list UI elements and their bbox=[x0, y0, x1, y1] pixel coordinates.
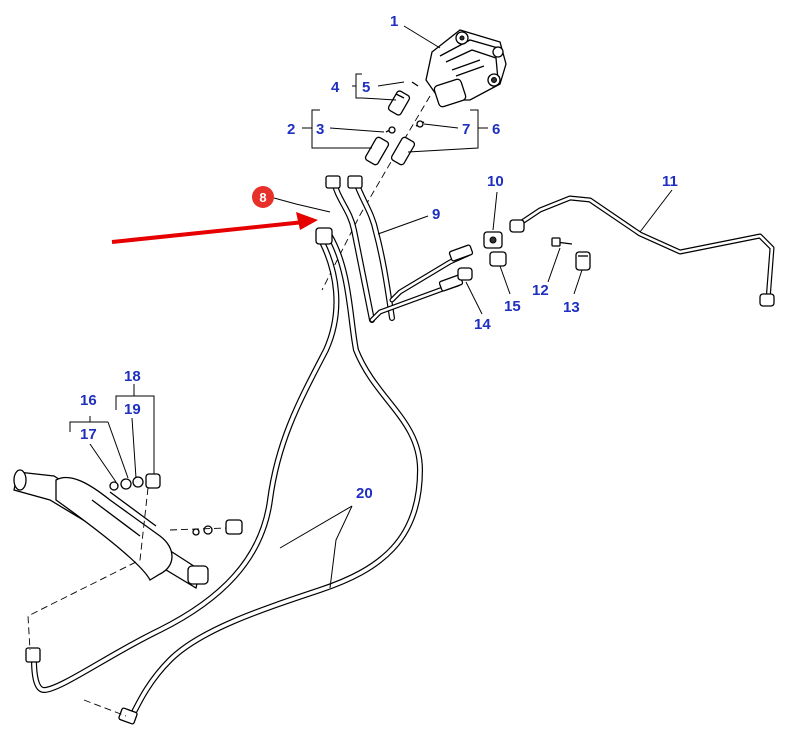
callout-10: 10 bbox=[487, 173, 504, 190]
bolt-12 bbox=[551, 237, 573, 247]
callout-4: 4 bbox=[331, 79, 340, 96]
clip-13 bbox=[575, 251, 591, 271]
pipe-11 bbox=[509, 195, 775, 307]
callout-15: 15 bbox=[504, 298, 521, 315]
callout-2: 2 bbox=[287, 121, 295, 138]
callout-11: 11 bbox=[662, 173, 678, 190]
steering-cylinder bbox=[13, 469, 209, 590]
callout-13: 13 bbox=[563, 299, 580, 316]
callout-17: 17 bbox=[80, 426, 97, 443]
callout-8-badge: 8 bbox=[252, 186, 274, 208]
fittings-16-17-19 bbox=[109, 473, 161, 491]
fittings-10-14-15 bbox=[457, 231, 507, 281]
highlight-arrow bbox=[111, 212, 318, 244]
callout-14: 14 bbox=[474, 316, 491, 333]
fitting-5 bbox=[387, 90, 411, 116]
callout-18: 18 bbox=[124, 368, 141, 385]
adapters-3-7 bbox=[364, 120, 425, 166]
callout-20: 20 bbox=[356, 485, 373, 502]
callout-5: 5 bbox=[362, 79, 370, 96]
hose-8-9 bbox=[325, 175, 395, 323]
hose-20 bbox=[25, 227, 423, 725]
leader-lines bbox=[69, 25, 673, 589]
callout-6: 6 bbox=[492, 121, 500, 138]
callout-labels: 1 2 3 4 5 6 7 8 9 10 11 12 13 14 15 16 1… bbox=[80, 13, 678, 502]
callout-16: 16 bbox=[80, 392, 97, 409]
callout-3: 3 bbox=[316, 121, 324, 138]
callout-7: 7 bbox=[462, 121, 470, 138]
callout-19: 19 bbox=[124, 401, 141, 418]
callout-9: 9 bbox=[432, 206, 440, 223]
callout-12: 12 bbox=[532, 282, 549, 299]
callout-8: 8 bbox=[259, 190, 266, 205]
fitting-cylinder-port bbox=[192, 519, 243, 536]
valve-assembly bbox=[425, 29, 507, 108]
callout-1: 1 bbox=[390, 13, 398, 30]
